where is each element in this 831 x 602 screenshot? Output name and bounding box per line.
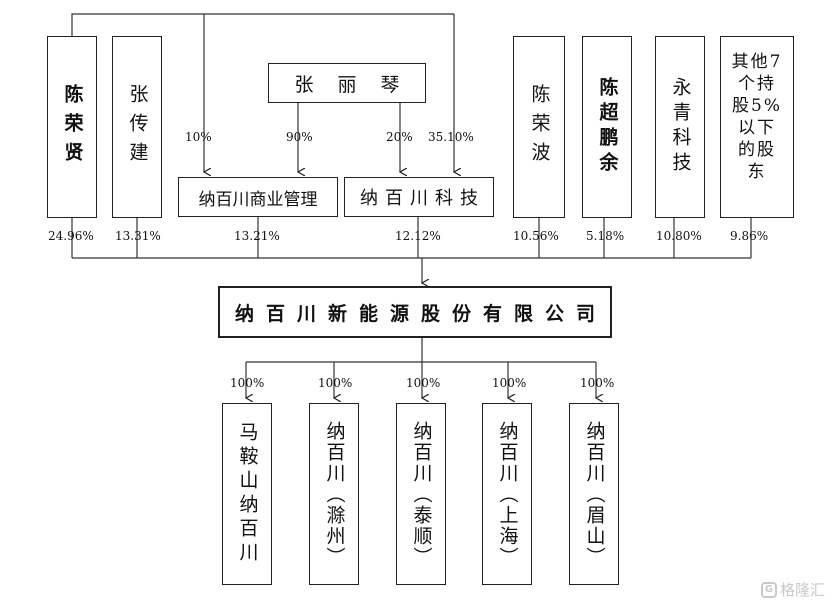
subsidiary-name: 纳百川（上海） [496,420,519,568]
subsidiary-name: 马鞍山纳百川 [236,422,259,566]
shareholder-name: 陈超鹏余 [596,77,619,177]
mgmt-name: 纳百川商业管理 [198,189,318,210]
subsidiary-pct: 100% [318,376,353,390]
shareholder-name: 陈荣波 [528,83,551,171]
mgmt-box: 纳百川商业管理 [178,177,338,217]
shareholder-box-yongqing-tech: 永青科技 [655,36,705,218]
subsidiary-box-chuzhou: 纳百川（滁州） [309,403,359,585]
tech-pct: 12.12% [395,229,441,243]
shareholder-name: 永青科技 [669,77,692,177]
subsidiary-name: 纳百川（眉山） [583,420,606,568]
subsidiary-name: 纳百川（滁州） [323,420,346,568]
shareholder-box-chen-rongbo: 陈荣波 [513,36,565,218]
link-pct: 90% [286,130,313,144]
watermark: G 格隆汇 [760,579,825,600]
link-pct: 10% [185,130,212,144]
company-name: 纳百川新能源股份有限公司 [234,302,607,325]
tech-box: 纳百川科技 [344,177,494,217]
shareholder-pct: 10.56% [513,229,559,243]
subsidiary-pct: 100% [492,376,527,390]
mgmt-pct: 13.21% [234,229,280,243]
link-pct: 20% [386,130,413,144]
shareholder-pct: 5.18% [586,229,625,243]
shareholder-name: 张传建 [126,83,149,171]
subsidiary-pct: 100% [580,376,615,390]
watermark-text: 格隆汇 [779,581,825,599]
subsidiary-box-shanghai: 纳百川（上海） [482,403,532,585]
subsidiary-name: 纳百川（泰顺） [410,420,433,568]
subsidiary-box-maanshan: 马鞍山纳百川 [222,403,272,585]
link-pct: 35.10% [428,130,474,144]
shareholder-pct: 24.96% [48,229,94,243]
subsidiary-box-taishun: 纳百川（泰顺） [396,403,446,585]
shareholder-pct: 10.80% [656,229,702,243]
shareholder-pct: 13.31% [115,229,161,243]
shareholder-box-chen-rongxian: 陈荣贤 [47,36,97,218]
shareholder-name: 陈荣贤 [61,83,84,171]
company-box: 纳百川新能源股份有限公司 [218,286,612,338]
shareholder-box-other-holders: 其他7个持股5%以下的股东 [720,36,794,218]
subsidiary-box-meishan: 纳百川（眉山） [569,403,619,585]
shareholder-box-zhang-chuanjian: 张传建 [112,36,162,218]
watermark-logo-icon: G [760,581,777,598]
shareholder-box-chen-chaopengyu: 陈超鹏余 [582,36,632,218]
subsidiary-pct: 100% [406,376,441,390]
shareholder-pct: 9.86% [730,229,769,243]
person-box-zhang-liqin: 张丽琴 [268,63,426,103]
tech-name: 纳百川科技 [360,188,485,209]
subsidiary-pct: 100% [230,376,265,390]
shareholder-name: 其他7个持股5%以下的股东 [731,52,783,182]
person-name: 张丽琴 [294,73,424,96]
